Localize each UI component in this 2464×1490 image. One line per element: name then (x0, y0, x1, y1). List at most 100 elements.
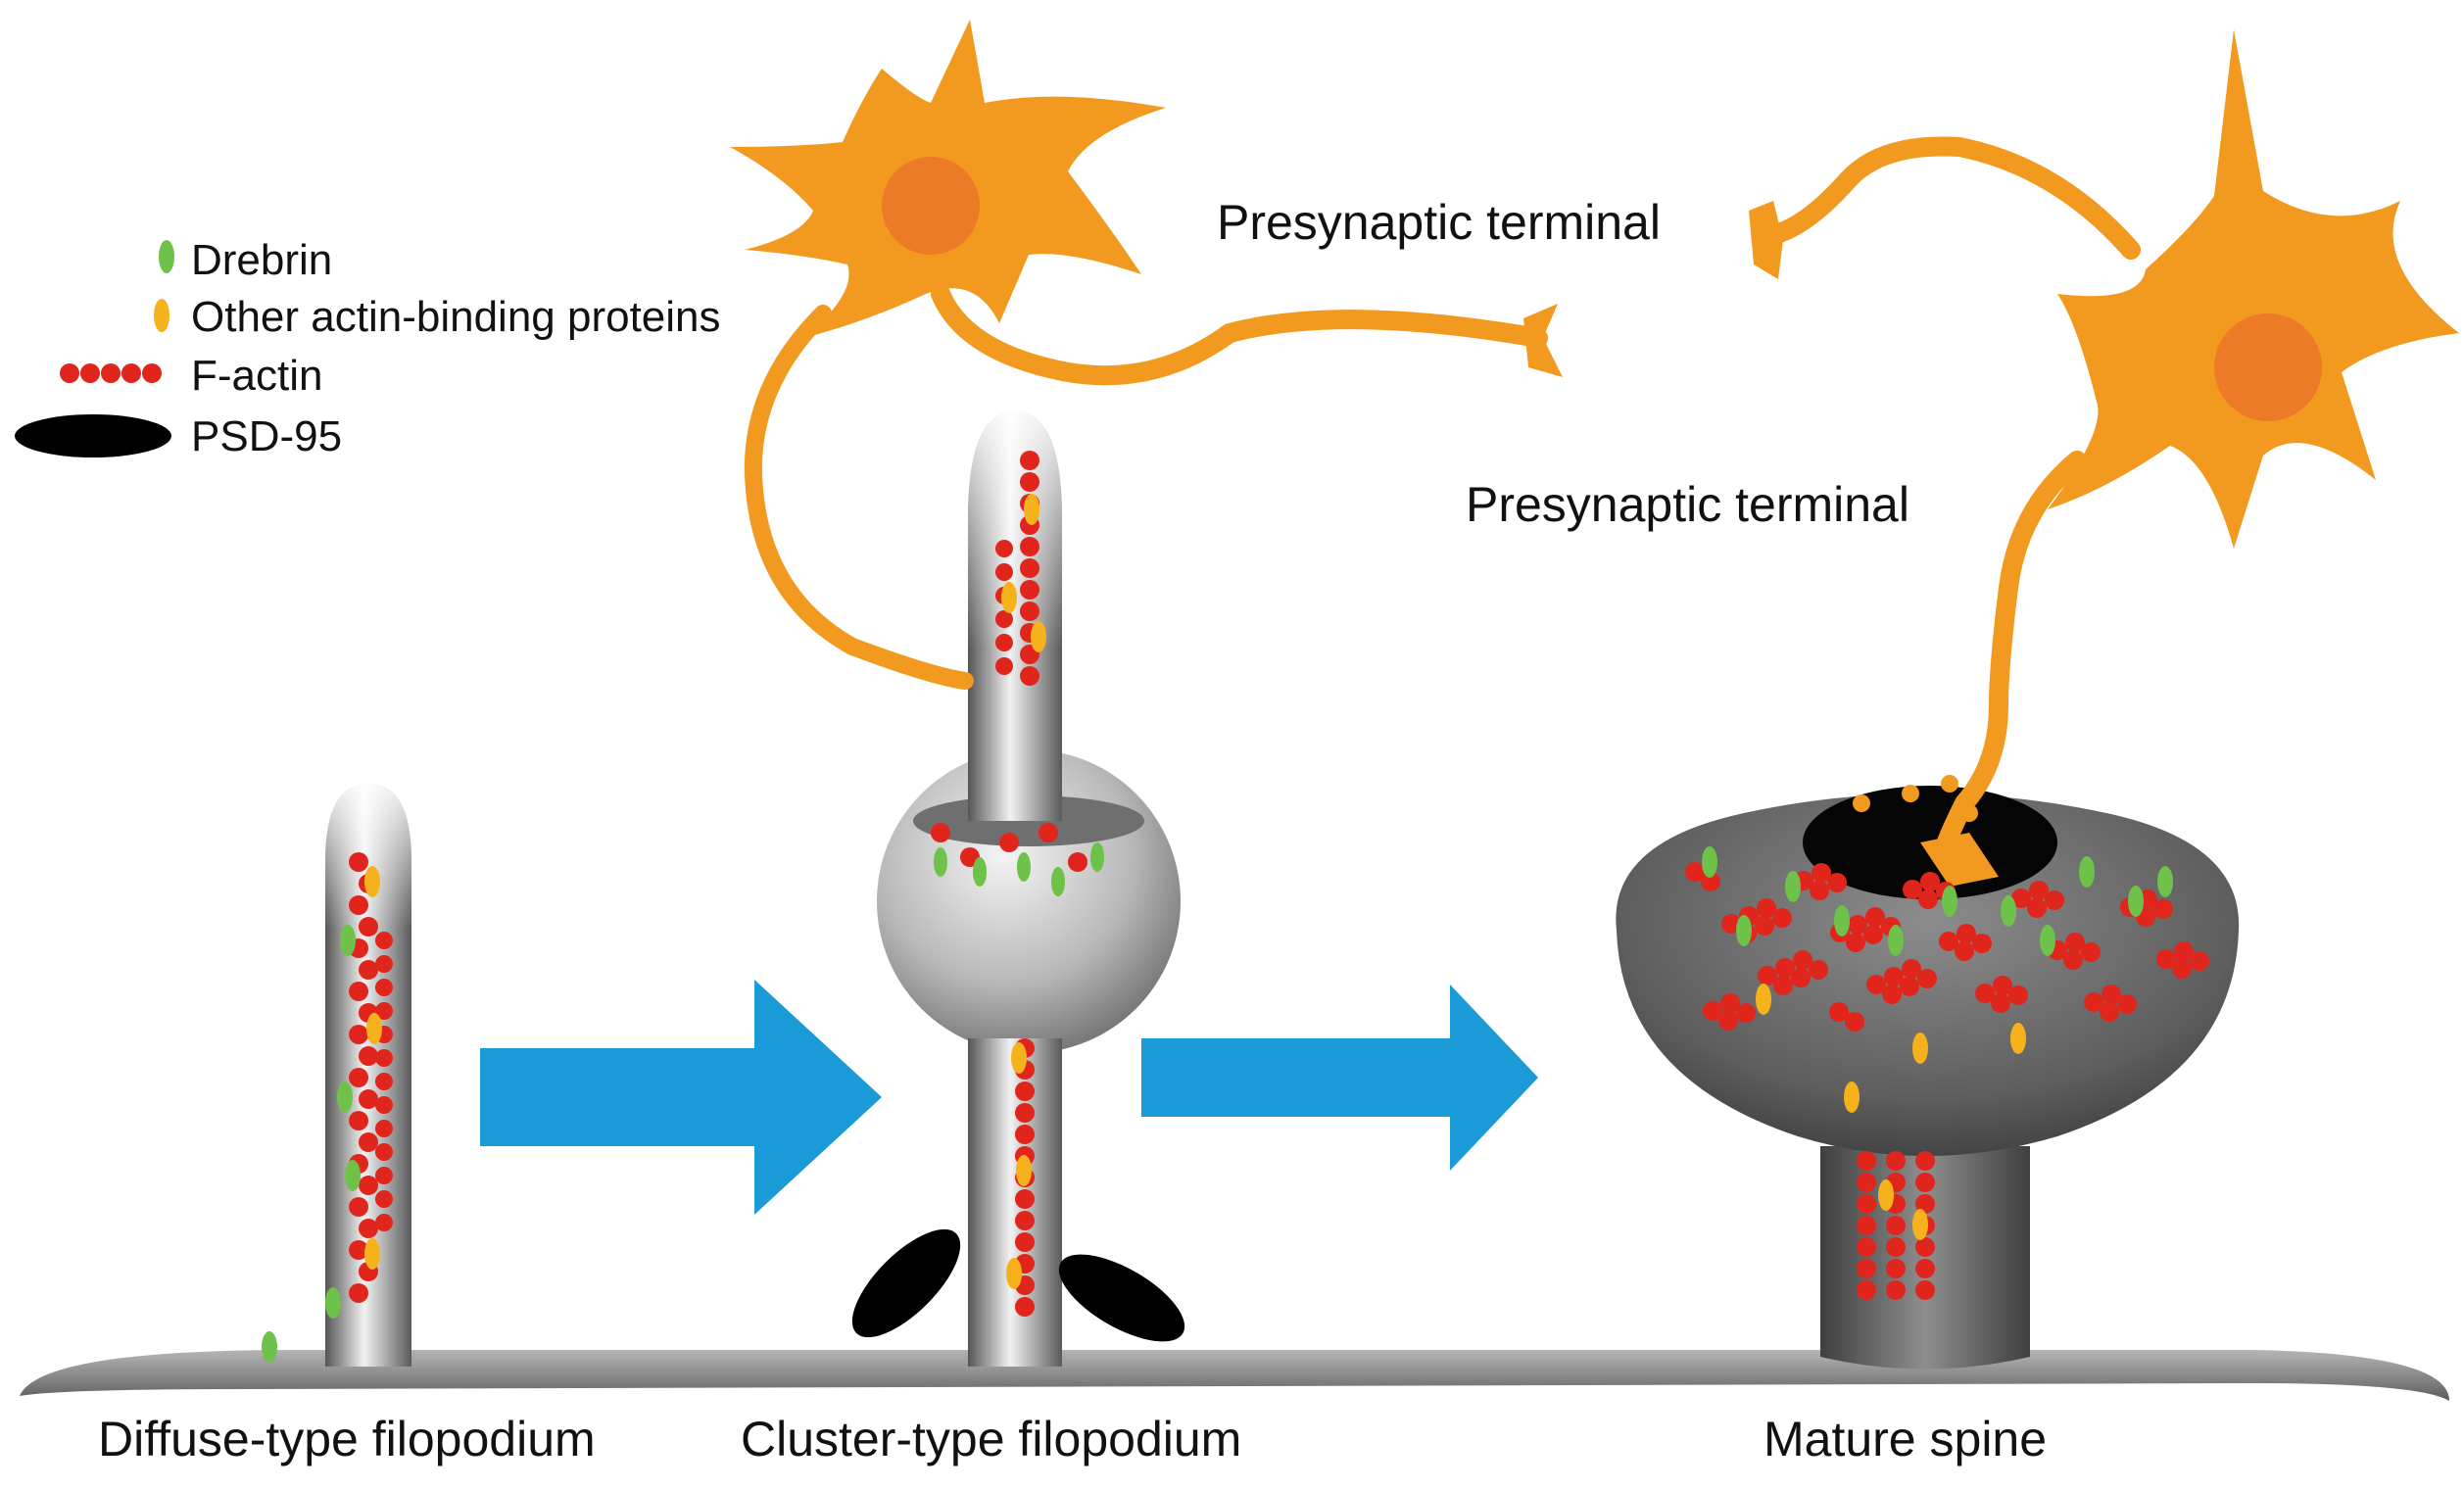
f-actin-bead (1915, 1173, 1935, 1192)
f-actin-bead (2117, 994, 2137, 1014)
f-actin-bead (1020, 537, 1039, 556)
f-actin-bead (1886, 1151, 1906, 1171)
drebrin (325, 1287, 341, 1319)
f-actin-bead (1015, 1297, 1035, 1317)
f-actin-bead (1757, 898, 1776, 918)
f-actin-bead (2174, 941, 2194, 961)
f-actin-bead (1020, 666, 1039, 686)
actin-binding-protein (1001, 582, 1017, 613)
f-actin-bead (1882, 985, 1902, 1004)
f-actin-bead (995, 563, 1013, 581)
f-actin-bead (1915, 1151, 1935, 1171)
f-actin-bead (999, 833, 1019, 852)
f-actin-bead (1886, 1237, 1906, 1257)
legend-label-abp: Other actin-binding proteins (191, 293, 721, 341)
f-actin-bead (375, 1049, 393, 1067)
f-actin-bead (1015, 1081, 1035, 1101)
f-actin-bead (1736, 1003, 1756, 1023)
legend-label-drebrin: Drebrin (191, 236, 333, 284)
presynaptic-terminal-label-1: Presynaptic terminal (1217, 195, 1661, 250)
f-actin-bead (1884, 967, 1904, 986)
legend-drebrin-symbol (159, 240, 174, 273)
dendrite-shaft (20, 1350, 2449, 1401)
presynaptic-neuron-2 (1749, 29, 2459, 887)
f-actin-bead (1703, 1001, 1722, 1021)
f-actin-bead (1015, 1211, 1035, 1230)
f-actin-bead (1857, 1216, 1876, 1235)
drebrin (1090, 842, 1104, 872)
actin-binding-protein (1006, 1258, 1022, 1289)
f-actin-bead (1857, 1194, 1876, 1214)
f-actin-bead (1848, 915, 1867, 935)
stage-label-diffuse: Diffuse-type filopodium (98, 1412, 596, 1466)
f-actin-bead (1015, 1103, 1035, 1123)
f-actin-bead (1857, 1280, 1876, 1300)
stage-label-mature: Mature spine (1763, 1412, 2048, 1466)
f-actin-bead (1020, 451, 1039, 470)
f-actin-bead (2063, 950, 2083, 970)
f-actin-bead (1903, 880, 1922, 899)
f-actin-bead (1857, 1173, 1876, 1192)
f-actin-bead (1857, 1237, 1876, 1257)
f-actin-bead (349, 1283, 368, 1303)
f-actin-bead (1791, 968, 1811, 987)
f-actin-bead (995, 540, 1013, 557)
f-actin-bead (1020, 580, 1039, 600)
f-actin-bead (1920, 872, 1940, 891)
axon-1 (931, 284, 1548, 386)
f-actin-bead (2029, 881, 2049, 900)
f-actin-bead (375, 932, 393, 949)
f-actin-bead (349, 1025, 368, 1044)
psd-95-right (1058, 1254, 1185, 1342)
f-actin-bead (995, 610, 1013, 628)
f-actin-bead (349, 1111, 368, 1130)
presynaptic-terminal-label-2: Presynaptic terminal (1466, 477, 1909, 532)
f-actin-bead (1915, 1237, 1935, 1257)
actin-binding-protein (1016, 1155, 1032, 1186)
f-actin-bead (359, 1089, 378, 1109)
actin-binding-protein (366, 1013, 382, 1044)
f-actin-bead (1758, 966, 1777, 985)
actin-binding-protein (364, 866, 380, 897)
f-actin-bead (1886, 1259, 1906, 1278)
f-actin-bead (2008, 985, 2028, 1005)
f-actin-bead (349, 1240, 368, 1260)
f-actin-bead (359, 1219, 378, 1238)
actin-binding-protein (1011, 1042, 1027, 1074)
f-actin-bead (2045, 890, 2064, 910)
f-actin-bead (1917, 969, 1937, 988)
f-actin-bead (349, 852, 368, 872)
f-actin-bead (1773, 976, 1793, 995)
f-actin-bead (1020, 601, 1039, 621)
f-actin-bead (1993, 976, 2012, 995)
axon-1-terminal (1523, 304, 1563, 377)
drebrin (337, 1081, 353, 1113)
f-actin-bead (375, 1120, 393, 1137)
legend-label-psd95: PSD-95 (191, 412, 343, 460)
f-actin-bead (1812, 863, 1831, 883)
drebrin (262, 1331, 277, 1363)
f-actin-bead (1721, 914, 1741, 934)
f-actin-bead (375, 1190, 393, 1208)
actin-binding-protein (1031, 621, 1046, 652)
f-actin-bead (1775, 958, 1795, 978)
drebrin (1051, 867, 1065, 896)
vesicle (1853, 794, 1870, 812)
actin-binding-protein (1912, 1033, 1928, 1064)
f-actin-bead (1015, 1189, 1035, 1209)
f-actin-bead (375, 955, 393, 973)
f-actin-bead (1915, 1259, 1935, 1278)
f-actin-bead (1810, 881, 1829, 900)
actin-binding-protein (1024, 494, 1039, 525)
nucleus-2 (2214, 313, 2322, 421)
f-actin-bead (1863, 925, 1883, 944)
axon-2-terminal (1749, 201, 1783, 279)
vesicle (1941, 775, 1958, 793)
f-actin-bead (375, 1167, 393, 1184)
f-actin-bead (1915, 1280, 1935, 1300)
f-actin-bead (375, 1214, 393, 1231)
drebrin (1017, 852, 1031, 882)
actin-binding-protein (2010, 1023, 2026, 1054)
